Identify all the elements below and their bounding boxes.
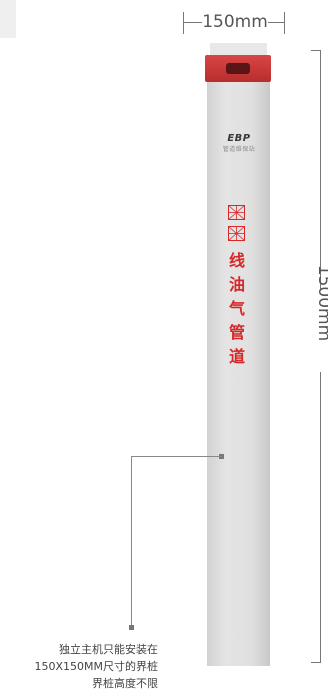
height-dimension-label: 1500mm	[314, 264, 328, 342]
post-body	[207, 80, 270, 666]
note-line: 独立主机只能安装在	[59, 643, 158, 656]
leader-vertical-line	[131, 456, 132, 627]
width-dimension-label: 150mm	[202, 12, 268, 32]
width-dimension-right-line	[268, 22, 284, 23]
corner-block	[0, 0, 16, 38]
post-text-char: 管	[228, 323, 245, 342]
warning-grid-icon	[228, 205, 245, 220]
width-dimension-left-line	[184, 22, 202, 23]
height-dimension-lower-line	[320, 372, 321, 662]
leader-horizontal-line	[131, 456, 222, 457]
brand-logo: EBP 管道维保站	[221, 132, 257, 162]
post-text-char: 线	[228, 251, 245, 270]
note-line: 150X150MM尺寸的界桩	[34, 660, 158, 673]
warning-grid-icon	[228, 226, 245, 241]
logo-subtitle: 管道维保站	[222, 146, 256, 153]
post-text-char: 气	[228, 299, 245, 318]
callout-end-dot	[129, 625, 134, 630]
width-dimension-right-tick	[284, 12, 285, 34]
note-line: 界桩高度不限	[92, 677, 158, 690]
post-text-char: 油	[228, 275, 245, 294]
width-dimension-left-tick	[183, 12, 184, 34]
height-dimension-upper-line	[320, 50, 321, 290]
cap-window	[226, 63, 250, 74]
installation-note: 独立主机只能安装在 150X150MM尺寸的界桩 界桩高度不限	[0, 641, 158, 692]
logo-mark: EBP	[227, 133, 251, 144]
height-dimension-bottom-tick	[311, 662, 321, 663]
post-top-light	[210, 43, 267, 57]
post-text-char: 道	[228, 347, 245, 366]
height-dimension-top-tick	[311, 50, 321, 51]
